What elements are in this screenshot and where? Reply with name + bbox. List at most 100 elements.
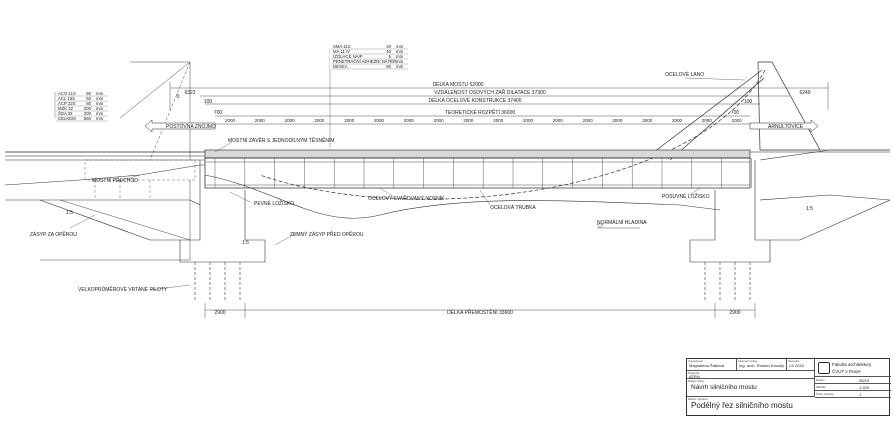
school-line2: ČVUT v Praze (832, 369, 861, 374)
scale: 1:200 (859, 385, 870, 390)
layer-unit: mm (396, 54, 404, 59)
panel-dimension: 2000 (314, 118, 325, 123)
label-front-backfill: ZEMNÝ ZÁSYP PŘED OPĚROU (290, 230, 364, 238)
steel-length: DÉLKA OCELOVÉ KONSTRUKCE 37400 (428, 97, 521, 104)
layer-unit: mm (396, 44, 404, 49)
school-line1: Fakulta architektury (832, 362, 872, 367)
panel-dimension: 2000 (225, 118, 236, 123)
panel-dimension: 2000 (642, 118, 653, 123)
layer-name: ACO 11S (58, 91, 76, 96)
layer-name: CELKEM (58, 116, 76, 121)
slope-small: 1:5 (242, 240, 249, 246)
layer-value: 560 (84, 116, 92, 121)
layer-name: PENETRAČNÍ ADHEZNÍ NÁTĚR (333, 59, 396, 64)
bridging-length: DÉLKA PŘEMOSTĚNÍ 33600 (447, 308, 513, 316)
subject: ATRN (689, 374, 700, 379)
panel-dimensions: 2000 2000 2000 2000 2000 2000 2000 2000 2000 2000… (225, 118, 742, 123)
sheet-cell: Číslo výkresu 1 (815, 391, 891, 398)
scale-label: Měřítko (816, 385, 827, 389)
deck-verticals (214, 158, 752, 188)
label-bridge-joint: MOSTNÍ ZÁVĚR S JEDNODÍLNÝM TĚSNĚNÍM (228, 136, 335, 144)
abutment-left-width: 2900 (214, 310, 225, 316)
author: Magdaléna Šálková (689, 363, 725, 368)
label-direction-right: ARNULTOVICE (768, 124, 804, 130)
semester-cell: Semestr LS 2024 (787, 359, 815, 371)
transition-slab (84, 159, 196, 200)
panel-dimension: 2000 (285, 118, 296, 123)
slope-left: 1:5 (66, 210, 73, 216)
supervisor-label: Vedoucí práce (738, 359, 758, 363)
layer-unit: mm (96, 111, 104, 116)
panel-dimension: 2000 (612, 118, 623, 123)
layer-value: 60 (86, 101, 91, 106)
panel-dimension: 2000 (344, 118, 355, 123)
panel-dimension: 2000 (553, 118, 564, 123)
semester: LS 2024 (789, 363, 804, 368)
sheet-label: Číslo výkresu (816, 392, 835, 396)
supervisor: Ing. arch. Roman Koucký (739, 363, 784, 368)
panel-dimension: 2000 (493, 118, 504, 123)
layer-unit: mm (96, 101, 104, 106)
layer-name: SMA 11S (333, 44, 351, 49)
panel-dimension: 2000 (463, 118, 474, 123)
layer-unit: mm (96, 96, 104, 101)
label-fixed-bearing: PEVNÉ LOŽISKO (254, 199, 294, 207)
layer-name: IZOLACE NAIP (333, 54, 363, 59)
layer-value: 80 (386, 64, 391, 69)
dim-100-left: 100 (204, 99, 213, 105)
label-steel-tube: OCELOVÁ TRUBKA (490, 204, 536, 211)
panel-dimension: 2000 (702, 118, 713, 123)
layer-value: 200 (84, 111, 92, 116)
author-cell: Vypracoval Magdaléna Šálková (687, 359, 737, 371)
project-cell: Název úlohy Návrh silničního mostu (687, 379, 815, 397)
subject-cell: Předmět ATRN (687, 371, 815, 379)
panel-dimension: 2000 (583, 118, 594, 123)
left-embankment (40, 61, 191, 261)
layer-unit: mm (96, 116, 104, 121)
layer-unit: mm (96, 106, 104, 111)
scale-cell: Měřítko 1:200 (815, 384, 891, 391)
layer-value: 60 (86, 96, 91, 101)
label-steel-rope: OCELOVÉ LANO (665, 71, 704, 78)
left-offset: 6322 (184, 90, 195, 96)
layer-name: ACL 16S (58, 96, 75, 101)
deck-length: DÉLKA MOSTU 52000 (433, 81, 484, 88)
drawing-label: Název výkresu (688, 397, 708, 401)
layer-unit: mm (396, 59, 404, 64)
supervisor-cell: Vedoucí práce Ing. arch. Roman Koucký (737, 359, 787, 371)
school-logo-icon (818, 362, 830, 374)
layer-value: 50 (86, 91, 91, 96)
date: 05/24 (859, 378, 870, 383)
label-water-level: NORMÁLNÍ HLADINA (597, 219, 647, 226)
subject-label: Předmět (688, 371, 700, 375)
label-piles: VELKOPRŮMĚROVÉ VRTANÉ PILOTY (78, 285, 168, 293)
layer-value: 5 (389, 54, 392, 59)
direction-arrows (144, 119, 819, 133)
label-welded-strut: OCELOVÝ SVAŘOVANÝ NOSNÍK (368, 194, 445, 202)
label-backfill: ZÁSYP ZA OPĚROU (30, 230, 77, 238)
drawing-title: Podélný řez silničního mostu (691, 401, 793, 410)
layer-unit: mm (396, 49, 404, 54)
drawing-title-cell: Název výkresu Podélný řez silničního mos… (687, 397, 891, 417)
label-sliding-bearing: POSUVNÉ LOŽISKO (662, 192, 710, 200)
abutments (39, 160, 891, 300)
dim-700-right: 700 (731, 110, 740, 116)
title-block: Vypracoval Magdaléna Šálková Vedoucí prá… (686, 358, 891, 417)
semester-label: Semestr (788, 359, 800, 363)
school-cell: Fakulta architektury ČVUT v Praze (815, 359, 891, 377)
deck (5, 149, 890, 189)
terrain (4, 149, 891, 219)
date-label: Datum (816, 378, 825, 382)
project-label: Název úlohy (688, 379, 705, 383)
panel-dimension: 2000 (672, 118, 683, 123)
leader-lines (54, 48, 746, 291)
layer-unit: mm (96, 91, 104, 96)
slope-right: 1:5 (806, 206, 813, 212)
layer-name: ACP 22S (58, 101, 76, 106)
date-cell: Datum 05/24 (815, 377, 891, 384)
layer-name: ŠDA 32 (58, 111, 73, 116)
right-offset: 6249 (799, 90, 810, 96)
right-pylon (259, 61, 821, 200)
